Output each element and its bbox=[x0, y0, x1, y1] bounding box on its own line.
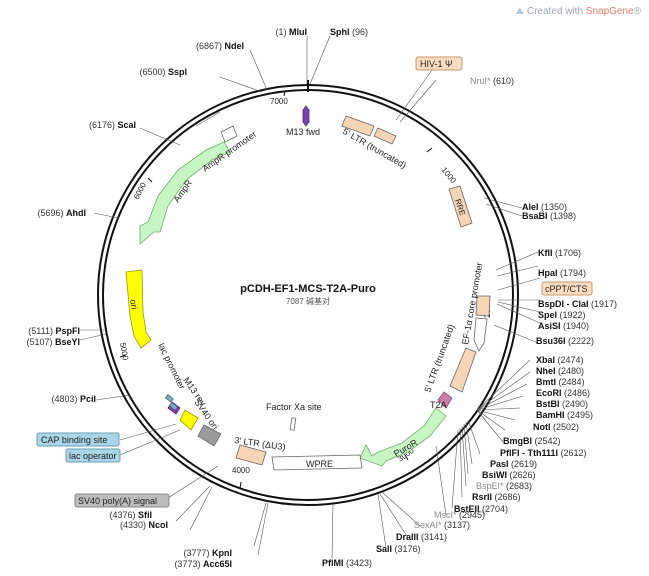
box-hiv1-psi[interactable] bbox=[415, 56, 463, 71]
site-bspdi-clai[interactable]: BspDI - ClaI (1917) bbox=[538, 299, 617, 309]
label-m13-fwd: M13 fwd bbox=[286, 127, 320, 137]
feature-ef1a-core-promoter[interactable] bbox=[473, 317, 488, 352]
site-sspi[interactable]: (6500) SspI bbox=[139, 67, 187, 77]
site-pflmi[interactable]: PflMI (3423) bbox=[322, 558, 372, 568]
label-5ltr-top: 5' LTR (truncated) bbox=[341, 126, 408, 170]
watermark: ⛰Created with SnapGene® bbox=[515, 6, 641, 17]
tick-3000 bbox=[404, 454, 409, 461]
site-sphi[interactable]: SphI (96) bbox=[330, 27, 368, 37]
site-kpni[interactable]: (3777) KpnI bbox=[183, 548, 232, 558]
site-bmgbi[interactable]: BmgBI (2542) bbox=[503, 436, 561, 446]
site-sfii[interactable]: (4376) SfiI bbox=[109, 510, 152, 520]
box-cap-binding-site[interactable] bbox=[36, 432, 120, 447]
feature-rre[interactable] bbox=[448, 185, 473, 228]
site-ncoi[interactable]: (4330) NcoI bbox=[120, 520, 168, 530]
plasmid-size: 7087 碱基对 bbox=[286, 296, 330, 306]
site-xbai[interactable]: XbaI (2474) bbox=[536, 355, 584, 365]
site-scai[interactable]: (6176) ScaI bbox=[89, 120, 136, 130]
site-nhei[interactable]: NheI (2480) bbox=[536, 366, 584, 376]
tick-label-4000: 4000 bbox=[232, 466, 250, 475]
feature-5ltr-top[interactable] bbox=[341, 115, 375, 137]
box-lac-operator[interactable] bbox=[65, 448, 121, 463]
label-ori: ori bbox=[128, 299, 140, 311]
site-bseyi[interactable]: (5107) BseYI bbox=[26, 337, 80, 347]
tick-5000 bbox=[119, 354, 127, 358]
site-sexai-[interactable]: SexAI* (3137) bbox=[414, 520, 470, 530]
box-sv40-polya[interactable] bbox=[74, 493, 170, 508]
site-pspfi[interactable]: (5111) PspFI bbox=[28, 326, 80, 336]
connector-lines bbox=[79, 35, 541, 559]
feature-sv40-ori[interactable] bbox=[197, 424, 222, 447]
tick-label-1000: 1000 bbox=[439, 166, 458, 186]
box-lac-operator-label: lac operator bbox=[69, 451, 117, 461]
tick-label-5000: 5000 bbox=[118, 342, 130, 362]
site-bstbi[interactable]: BstBI (2490) bbox=[536, 399, 588, 409]
backbone-outer-ring bbox=[97, 84, 519, 506]
feature-5ltr-top-small[interactable] bbox=[373, 127, 397, 145]
feature-5ltr-right[interactable] bbox=[449, 347, 477, 393]
site-pflfi-tth111i[interactable]: PflFI - Tth111I (2612) bbox=[500, 448, 587, 458]
site-bsabi[interactable]: BsaBI (1398) bbox=[522, 211, 576, 221]
site-nrui-[interactable]: NruI* (610) bbox=[470, 76, 514, 86]
plasmid-name: pCDH-EF1-MCS-T2A-Puro bbox=[240, 283, 376, 295]
watermark-suffix: ® bbox=[633, 6, 641, 17]
box-hiv1-psi-label: HIV-1 Ψ bbox=[420, 59, 453, 69]
label-wpre: WPRE bbox=[306, 459, 333, 469]
box-cppt-cts[interactable] bbox=[541, 281, 593, 296]
feature-ampr[interactable] bbox=[139, 141, 231, 245]
site-ecori[interactable]: EcoRI (2486) bbox=[536, 388, 590, 398]
box-cppt-cts-label: cPPT/CTS bbox=[545, 284, 588, 294]
backbone-inner-ring bbox=[102, 89, 514, 501]
label-t2a: T2A bbox=[430, 400, 447, 410]
feature-factor-xa[interactable] bbox=[289, 417, 297, 431]
feature-t2a[interactable] bbox=[437, 391, 453, 409]
site-bspei-[interactable]: BspEI* (2683) bbox=[476, 481, 532, 491]
site-pasi[interactable]: PasI (2619) bbox=[490, 459, 537, 469]
site-bamhi[interactable]: BamHI (2495) bbox=[536, 410, 593, 420]
site-pcii[interactable]: (4803) PciI bbox=[51, 394, 96, 404]
site-ndei[interactable]: (6867) NdeI bbox=[196, 41, 244, 51]
feature-cppt[interactable] bbox=[475, 295, 491, 317]
site-kfli[interactable]: KflI (1706) bbox=[538, 248, 581, 258]
site-draiii[interactable]: DraIII (3141) bbox=[396, 532, 447, 542]
feature-cap-binding-site[interactable] bbox=[164, 393, 174, 403]
feature-m13-fwd[interactable] bbox=[302, 105, 310, 127]
site-acc65i[interactable]: (3773) Acc65I bbox=[174, 559, 232, 569]
tick-label-7000: 7000 bbox=[270, 97, 288, 106]
site-bsu36i[interactable]: Bsu36I (2222) bbox=[536, 336, 594, 346]
box-sv40-polya-label: SV40 poly(A) signal bbox=[78, 496, 157, 506]
watermark-brand: SnapGene bbox=[585, 6, 634, 17]
site-noti[interactable]: NotI (2502) bbox=[533, 422, 579, 432]
tick-7000 bbox=[283, 90, 286, 97]
feature-ori[interactable] bbox=[125, 269, 152, 349]
site-hpai[interactable]: HpaI (1794) bbox=[538, 268, 586, 278]
site-bsiwi[interactable]: BsiWI (2626) bbox=[482, 470, 536, 480]
feature-ori-small[interactable] bbox=[179, 409, 199, 431]
watermark-prefix: Created with bbox=[526, 6, 586, 17]
feature-wpre[interactable] bbox=[271, 454, 363, 471]
box-cap-binding-site-label: CAP binding site bbox=[41, 435, 107, 445]
site-alei[interactable]: AleI (1350) bbox=[522, 202, 567, 212]
tick-1000 bbox=[426, 147, 433, 153]
site-bsteii[interactable]: BstEII (2704) bbox=[454, 504, 508, 514]
feature-ampr-promoter[interactable] bbox=[220, 125, 238, 143]
snapgene-logo-icon: ⛰ bbox=[515, 6, 524, 17]
label-factor-xa: Factor Xa site bbox=[266, 402, 322, 412]
site-mlui[interactable]: (1) MluI bbox=[276, 27, 308, 37]
tick-label-6000: 6000 bbox=[132, 181, 149, 201]
feature-lac-operator[interactable] bbox=[168, 401, 178, 411]
tick-6000 bbox=[147, 177, 153, 183]
site-asisi[interactable]: AsiSI (1940) bbox=[538, 321, 589, 331]
site-rsrii[interactable]: RsrII (2686) bbox=[472, 492, 521, 502]
site-spei[interactable]: SpeI (1922) bbox=[538, 310, 586, 320]
tick-4000 bbox=[239, 481, 242, 489]
feature-3ltr[interactable] bbox=[235, 444, 267, 466]
site-bmti[interactable]: BmtI (2484) bbox=[536, 377, 585, 387]
site-ahdi[interactable]: (5696) AhdI bbox=[37, 208, 86, 218]
site-msci-[interactable]: MscI* (2945) bbox=[434, 510, 485, 520]
site-sali[interactable]: SalI (3176) bbox=[376, 544, 421, 554]
label-lac-promoter: lac promoter bbox=[156, 341, 187, 390]
